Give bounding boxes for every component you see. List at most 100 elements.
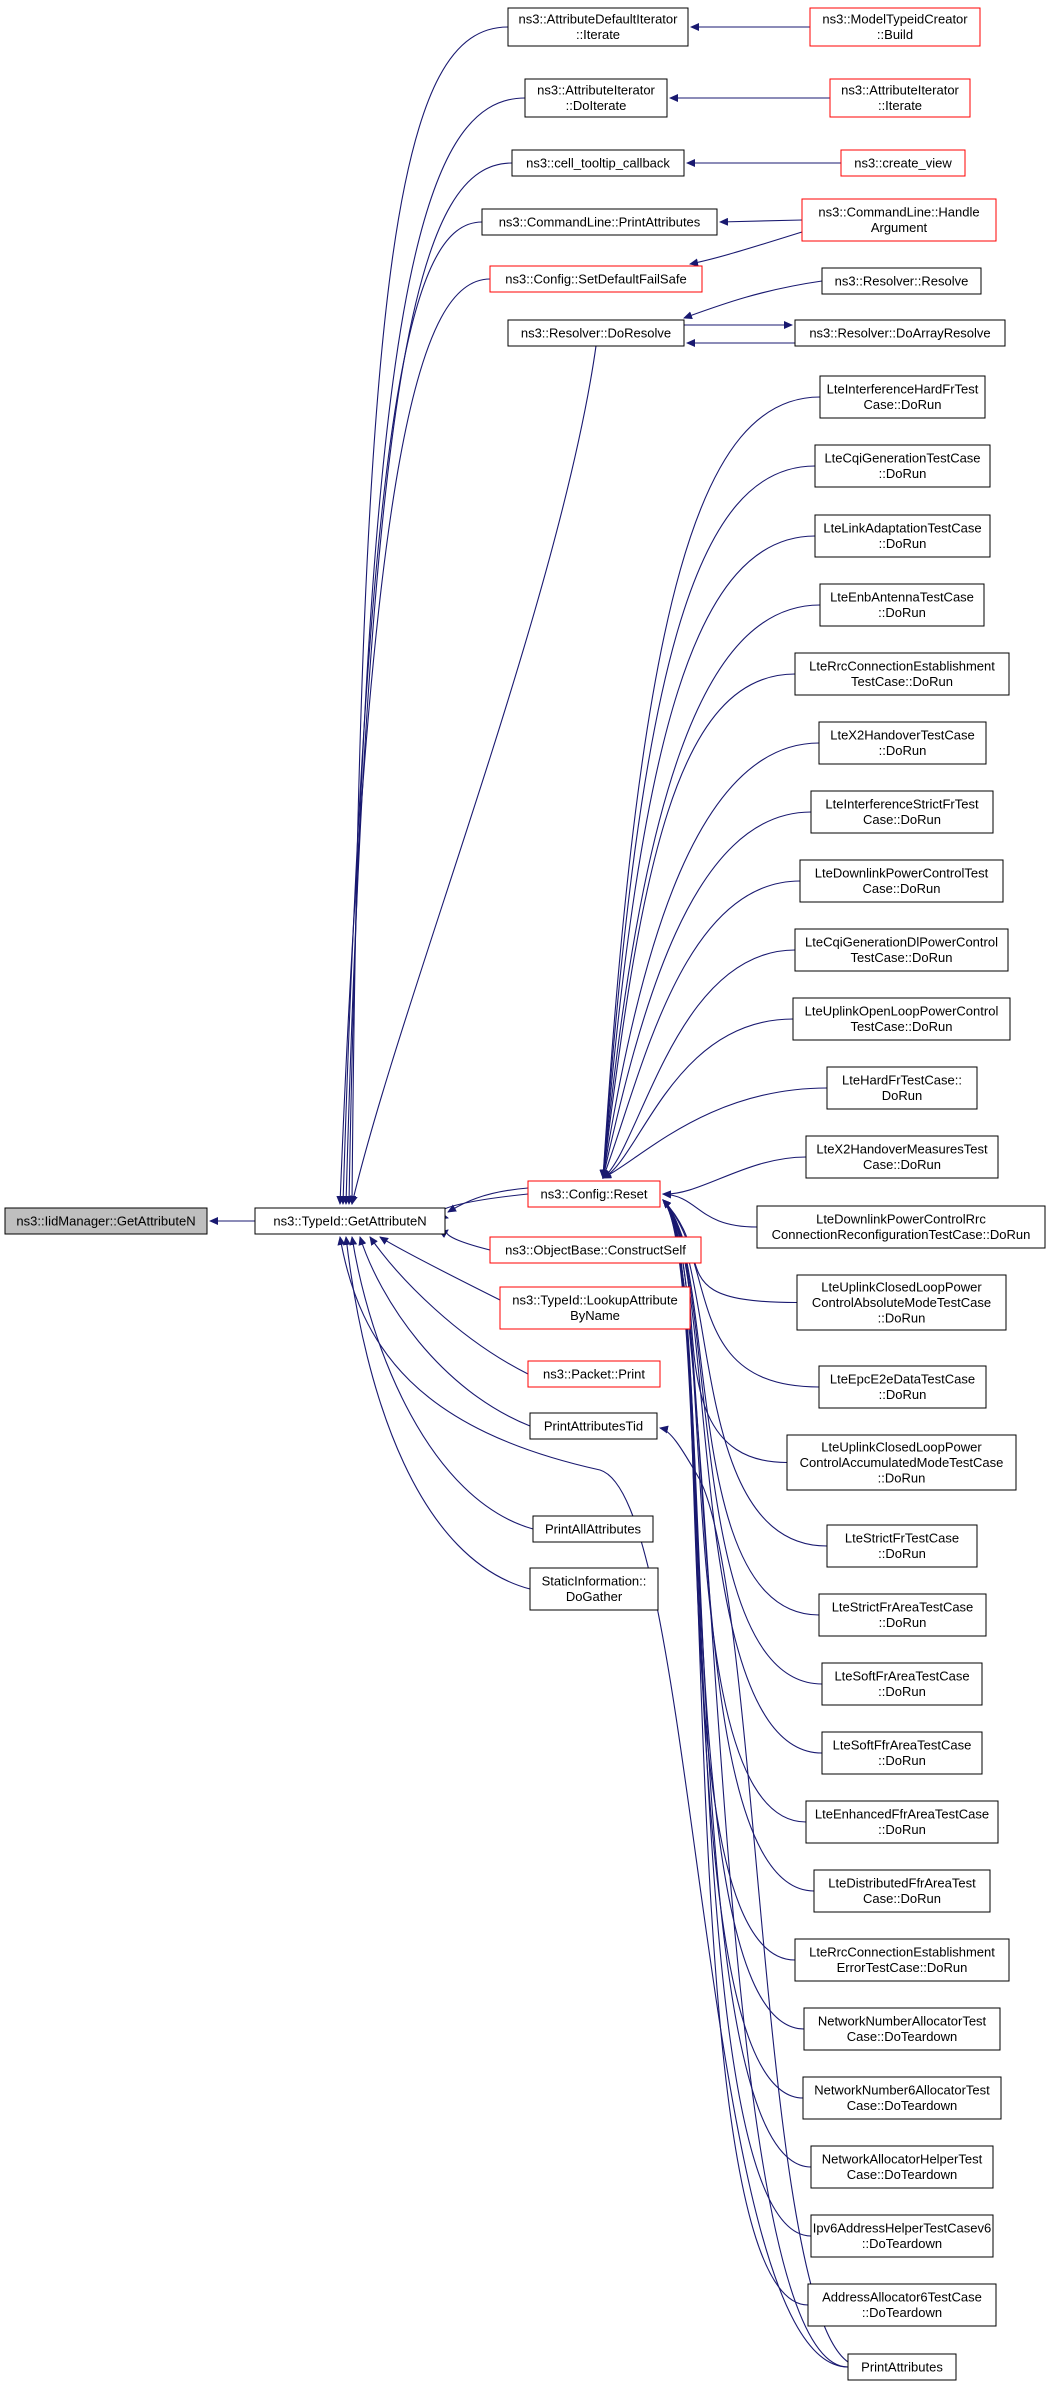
node-t25[interactable]: NetworkNumber6AllocatorTestCase::DoTeard… [802,2076,1002,2120]
node-t10[interactable]: LteUplinkOpenLoopPowerControlTestCase::D… [792,997,1011,1041]
node-box [826,1524,978,1568]
node-box [814,444,991,488]
node-t21[interactable]: LteEnhancedFfrAreaTestCase::DoRun [805,1800,999,1844]
edge-cfg_reset-to-getattr [447,1187,529,1213]
node-t02[interactable]: LteCqiGenerationTestCase::DoRun [814,444,991,488]
edge-cl_handle-to-cl_printattr [719,217,803,226]
node-t11[interactable]: LteHardFrTestCase::DoRun [826,1066,978,1110]
node-t19[interactable]: LteSoftFrAreaTestCase::DoRun [821,1662,983,1706]
edge-cfg_reset-to-getattr [439,1193,529,1220]
node-t24[interactable]: NetworkNumberAllocatorTestCase::DoTeardo… [803,2007,1001,2051]
node-cl_printattr[interactable]: ns3::CommandLine::PrintAttributes [481,208,718,236]
edge-print_attrs-to-getattr [337,1236,849,2368]
node-cfg_setdefault[interactable]: ns3::Config::SetDefaultFailSafe [489,265,703,293]
node-label: ns3::TypeId::GetAttributeN [273,1213,426,1228]
node-t28[interactable]: AddressAllocator6TestCase::DoTeardown [807,2283,997,2327]
node-t20[interactable]: LteSoftFfrAreaTestCase::DoRun [821,1731,983,1775]
edge-print_all-to-getattr [349,1236,534,1530]
edge-t08-to-cfg_reset [602,880,801,1179]
node-box [532,1515,654,1543]
node-t13[interactable]: LteDownlinkPowerControlRrcConnectionReco… [756,1205,1046,1249]
edge-t01-to-cfg_reset [599,396,821,1179]
node-res_doresolve[interactable]: ns3::Resolver::DoResolve [507,319,685,347]
node-label: LteDownlinkPowerControlRrc [816,1212,986,1227]
node-t15[interactable]: LteEpcE2eDataTestCase::DoRun [818,1365,987,1409]
node-print_all[interactable]: PrintAllAttributes [532,1515,654,1543]
node-t04[interactable]: LteEnbAntennaTestCase::DoRun [819,583,985,627]
node-box [829,78,971,118]
node-label: DoGather [566,1589,623,1604]
node-t27[interactable]: Ipv6AddressHelperTestCasev6::DoTeardown [810,2214,994,2258]
node-t18[interactable]: LteStrictFrAreaTestCase::DoRun [818,1593,987,1637]
edge-res_doresolve-to-getattr [349,345,597,1205]
node-label: PrintAttributesTid [544,1418,643,1433]
node-label: NetworkNumber6AllocatorTest [814,2083,990,2098]
node-mtc_build[interactable]: ns3::ModelTypeidCreator::Build [809,7,981,47]
node-cfg_reset[interactable]: ns3::Config::Reset [527,1180,661,1208]
node-label: LteDistributedFfrAreaTest [828,1876,976,1891]
node-cell_tooltip[interactable]: ns3::cell_tooltip_callback [511,149,685,177]
node-box [254,1207,446,1235]
node-label: TestCase::DoRun [851,674,953,689]
node-t23[interactable]: LteRrcConnectionEstablishmentErrorTestCa… [794,1938,1010,1982]
node-label: Case::DoRun [863,1891,941,1906]
node-label: ::DoRun [878,1470,926,1485]
node-box [818,721,987,765]
node-label: ::DoRun [879,1387,927,1402]
edge-cl_handle-to-cfg_setdefault [689,231,803,267]
node-static_info[interactable]: StaticInformation::DoGather [529,1567,659,1611]
edge-t13-to-cfg_reset [662,1190,758,1228]
node-t14[interactable]: LteUplinkClosedLoopPowerControlAbsoluteM… [796,1274,1007,1331]
node-label: LteInterferenceStrictFrTest [825,797,979,812]
node-t05[interactable]: LteRrcConnectionEstablishmentTestCase::D… [794,652,1010,696]
node-label: LteEpcE2eDataTestCase [830,1372,975,1387]
node-pkt_print[interactable]: ns3::Packet::Print [527,1360,661,1388]
edge-t02-to-cfg_reset [599,465,816,1179]
node-label: ConnectionReconfigurationTestCase::DoRun [772,1227,1031,1242]
node-print_attrs[interactable]: PrintAttributes [847,2353,957,2381]
node-res_resolve[interactable]: ns3::Resolver::Resolve [821,267,982,295]
node-box [796,1274,1007,1331]
node-ob_construct[interactable]: ns3::ObjectBase::ConstructSelf [489,1236,702,1264]
node-create_view[interactable]: ns3::create_view [840,149,966,177]
node-t16[interactable]: LteUplinkClosedLoopPowerControlAccumulat… [786,1434,1017,1491]
node-label: NetworkAllocatorHelperTest [822,2152,983,2167]
node-box [807,2283,997,2327]
edge-cl_printattr-to-getattr [339,221,483,1205]
edge-t10-to-cfg_reset [602,1018,794,1179]
node-ai_iterate[interactable]: ns3::AttributeIterator::Iterate [829,78,971,118]
node-box [810,2145,994,2189]
node-t17[interactable]: LteStrictFrTestCase::DoRun [826,1524,978,1568]
node-label: ::Iterate [576,27,620,42]
node-getattr[interactable]: ns3::TypeId::GetAttributeN [254,1207,446,1235]
node-adi_iterate[interactable]: ns3::AttributeDefaultIterator::Iterate [507,7,689,47]
node-box [4,1207,208,1235]
edge-t09-to-cfg_reset [602,949,796,1179]
edge-ai_doiterate-to-getattr [345,97,526,1205]
node-ai_doiterate[interactable]: ns3::AttributeIterator::DoIterate [524,78,668,118]
node-label: Case::DoRun [863,812,941,827]
node-box [527,1180,661,1208]
node-t26[interactable]: NetworkAllocatorHelperTestCase::DoTeardo… [810,2145,994,2189]
node-label: ::DoRun [878,605,926,620]
node-t03[interactable]: LteLinkAdaptationTestCase::DoRun [814,514,991,558]
node-t09[interactable]: LteCqiGenerationDlPowerControlTestCase::… [794,928,1009,972]
node-label: ns3::ObjectBase::ConstructSelf [505,1242,686,1257]
node-root[interactable]: ns3::IidManager::GetAttributeN [4,1207,208,1235]
node-label: ByName [570,1308,620,1323]
node-box [840,149,966,177]
node-res_doarray[interactable]: ns3::Resolver::DoArrayResolve [794,319,1006,347]
node-t06[interactable]: LteX2HandoverTestCase::DoRun [818,721,987,765]
node-box [802,2076,1002,2120]
node-print_tid[interactable]: PrintAttributesTid [529,1412,658,1440]
node-label: ns3::Config::Reset [541,1186,648,1201]
node-label: ::Build [877,27,913,42]
